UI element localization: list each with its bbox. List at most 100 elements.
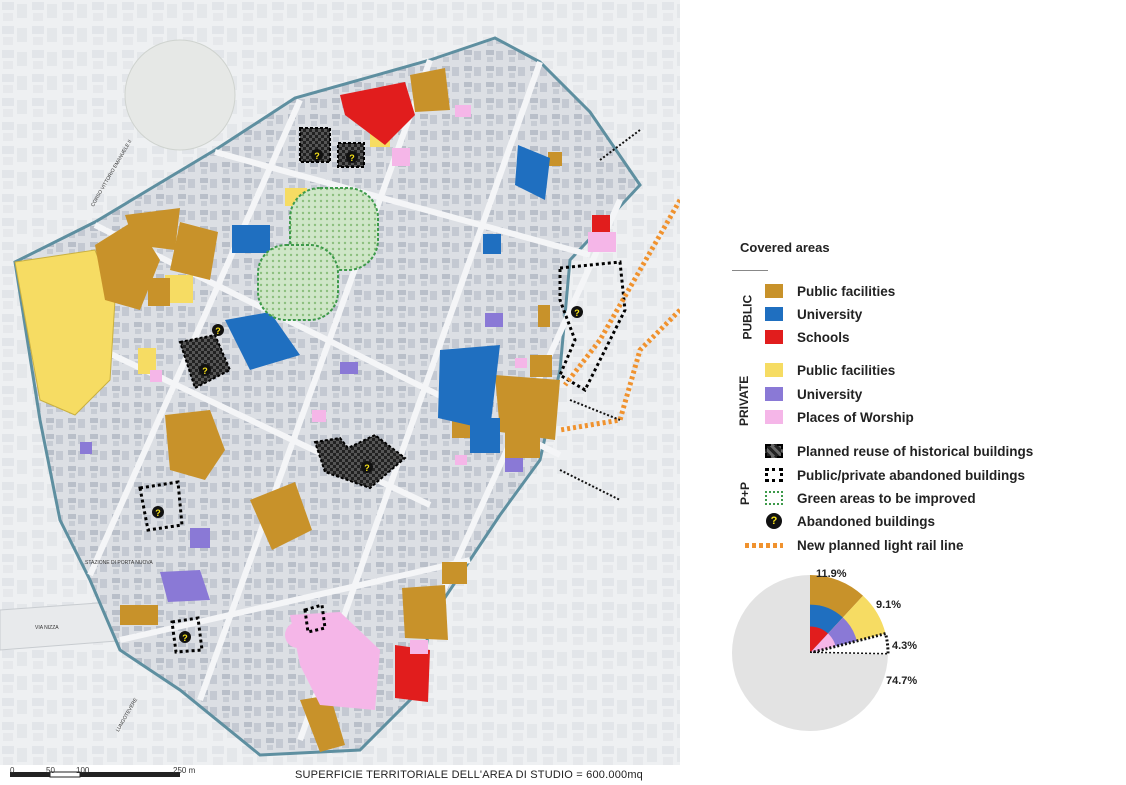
swatch-ochre	[765, 284, 783, 298]
legend-item-private-facilities: Public facilities	[765, 361, 895, 379]
worship-54	[410, 640, 428, 654]
private-facility-26	[14, 249, 116, 416]
university-22	[232, 225, 270, 253]
worship-53	[455, 455, 467, 465]
pie-label-4-3: 4.3%	[892, 640, 918, 652]
abandoned-markers: ? ? ? ? ? ? ? ?	[152, 149, 583, 643]
legend-item-historic-reuse: Planned reuse of historical buildings	[765, 442, 1033, 460]
worship-51	[392, 148, 410, 166]
public-facility-8	[442, 562, 467, 584]
worship-55	[290, 612, 380, 710]
legend-label: Places of Worship	[797, 409, 914, 425]
university-17	[515, 145, 550, 200]
legend-item-green: Green areas to be improved	[765, 489, 976, 507]
public-facility-6	[505, 428, 540, 458]
pie-subsector-0-1	[810, 626, 829, 653]
public-facility-1	[410, 68, 450, 112]
legend-label: Public/private abandoned buildings	[797, 467, 1026, 483]
green-dotted-square-icon	[765, 491, 783, 505]
scale-bar-graphic	[10, 771, 180, 778]
legend-item-public-facilities: Public facilities	[765, 282, 895, 300]
private-university-45	[505, 458, 523, 472]
svg-text:?: ?	[314, 151, 320, 161]
street-label-3: VIA NIZZA	[35, 625, 59, 631]
private-university-40	[340, 362, 358, 374]
access-arrows	[559, 129, 641, 501]
worship-57	[150, 370, 162, 382]
public-facility-3	[120, 605, 158, 625]
public-facility-16	[170, 222, 218, 280]
worship-52	[588, 232, 616, 252]
private-university-43	[190, 528, 210, 548]
scale-tick-100: 100	[76, 766, 90, 775]
svg-text:?: ?	[215, 326, 221, 336]
legend-item-public-university: University	[765, 305, 862, 323]
public-facility-5	[495, 375, 560, 440]
abandoned-30	[558, 260, 627, 393]
svg-text:?: ?	[574, 308, 580, 318]
svg-text:?: ?	[202, 366, 208, 376]
group-label-private: PRIVATE	[737, 375, 751, 426]
swatch-red	[765, 330, 783, 344]
legend-item-light-rail: New planned light rail line	[745, 536, 964, 554]
svg-text:?: ?	[155, 508, 161, 518]
swatch-blue	[765, 307, 783, 321]
worship-56	[312, 410, 326, 422]
legend-label: Public facilities	[797, 362, 896, 378]
public-facility-9	[402, 585, 448, 640]
swatch-pink	[765, 410, 783, 424]
pie-label-74-7: 74.7%	[886, 675, 918, 687]
historic-32	[178, 333, 232, 390]
pie-label-9-1: 9.1%	[876, 599, 902, 611]
coverage-pie-chart: 11.9% 9.1% 4.3% 74.7%	[728, 565, 958, 740]
university-18	[438, 345, 500, 430]
swatch-yellow	[765, 363, 783, 377]
worship-58	[515, 358, 527, 368]
abandoned-31	[138, 480, 184, 532]
university-21	[225, 312, 300, 370]
private-university-42	[80, 442, 92, 454]
public-facility-15	[125, 208, 180, 250]
legend-item-private-university: University	[765, 385, 862, 403]
public-facility-2	[548, 152, 562, 166]
pie-subsector-1-1	[810, 633, 836, 653]
legend-title: Covered areas	[740, 240, 830, 255]
legend-item-abandoned: ? Abandoned buildings	[765, 512, 935, 530]
question-icon: ?	[766, 513, 782, 529]
street-label-2: STAZIONE DI PORTA NUOVA	[85, 560, 153, 566]
scale-tick-250: 250 m	[173, 766, 196, 775]
light-rail-dash-icon	[745, 542, 783, 548]
private-facility-38	[138, 348, 156, 374]
light-rail-line	[559, 198, 680, 433]
green-area-south	[257, 244, 339, 321]
legend-label: Green areas to be improved	[797, 490, 976, 506]
public-facility-7	[452, 420, 470, 438]
pie-slice-3	[732, 575, 888, 731]
legend-divider-public	[732, 270, 768, 271]
legend-item-worship: Places of Worship	[765, 408, 914, 426]
legend-label: University	[797, 306, 863, 322]
university-19	[470, 418, 500, 453]
svg-text:?: ?	[349, 153, 355, 163]
worship-50	[455, 105, 471, 117]
legend-label: Public facilities	[797, 283, 896, 299]
university-20	[483, 234, 501, 254]
legend-item-public-schools: Schools	[765, 328, 850, 346]
legend-item-abandoned-pp: Public/private abandoned buildings	[765, 466, 1025, 484]
dotted-square-icon	[765, 468, 783, 482]
public-facility-12	[165, 410, 225, 480]
scale-bar: 0 50 100 250 m	[8, 766, 308, 784]
swatch-purple	[765, 387, 783, 401]
checkered-square-icon	[765, 444, 783, 458]
group-label-public: PUBLIC	[740, 294, 755, 340]
private-university-44	[160, 570, 210, 602]
pie-slice-2	[809, 631, 890, 656]
school-23	[592, 215, 610, 233]
public-facility-13	[148, 278, 170, 306]
svg-text:?: ?	[364, 463, 370, 473]
public-facility-11	[250, 482, 312, 550]
public-facility-4	[530, 355, 552, 377]
historic-33	[313, 433, 407, 490]
map-canvas: ? ? ? ? ? ? ? ?	[0, 0, 680, 778]
public-facility-extra	[538, 305, 550, 327]
